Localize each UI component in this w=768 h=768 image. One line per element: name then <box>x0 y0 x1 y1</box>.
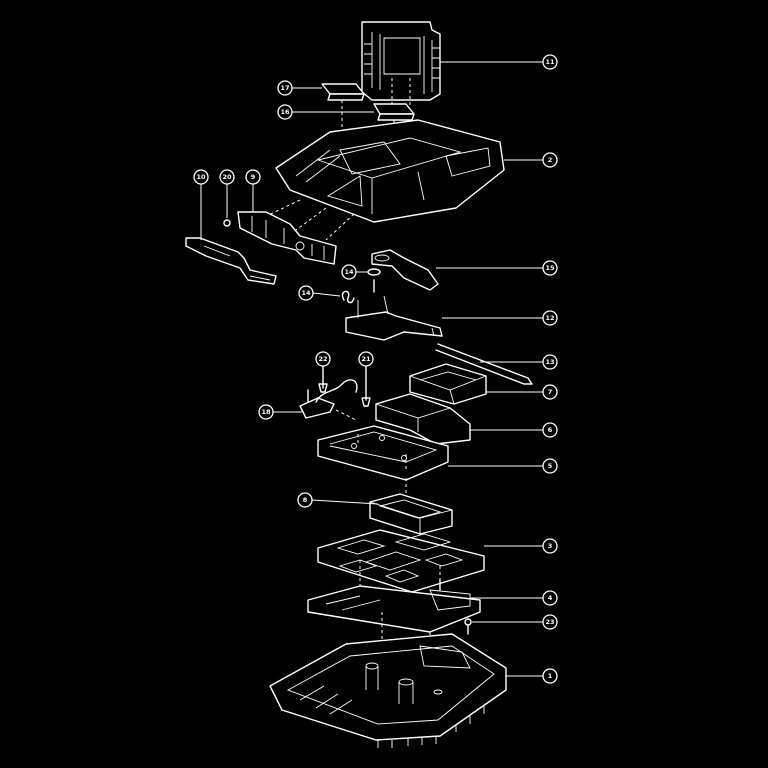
callout-2: 2 <box>542 152 558 168</box>
callout-2-label: 2 <box>548 156 553 164</box>
callout-18: 18 <box>258 404 274 420</box>
eject-lever-15 <box>371 249 439 291</box>
callout-16: 16 <box>277 104 293 120</box>
callout-20-label: 20 <box>222 173 232 181</box>
screw-21 <box>361 365 371 407</box>
callout-23: 23 <box>542 614 558 630</box>
top-housing <box>275 119 505 223</box>
callout-13: 13 <box>542 354 558 370</box>
leader-14 <box>312 292 341 297</box>
callout-10: 10 <box>193 169 209 185</box>
callout-5: 5 <box>542 458 558 474</box>
callout-15: 15 <box>542 260 558 276</box>
callout-12: 12 <box>542 310 558 326</box>
slide-switch-9 <box>237 211 337 265</box>
switch-frame-10 <box>185 237 277 285</box>
main-board-3 <box>317 529 485 593</box>
connector-8 <box>369 493 453 535</box>
callout-8: 8 <box>297 492 313 508</box>
callout-14-label: 14 <box>301 289 311 297</box>
callout-3: 3 <box>542 538 558 554</box>
bottom-housing-1 <box>269 633 507 748</box>
callout-12-label: 12 <box>545 314 554 322</box>
callout-22-label: 22 <box>318 355 327 363</box>
callout-23-label: 23 <box>545 618 554 626</box>
washer <box>367 268 381 276</box>
dash-top-3 <box>325 213 355 241</box>
callout-17: 17 <box>277 80 293 96</box>
bottom-shield-4 <box>307 585 481 633</box>
callout-21-label: 21 <box>361 355 371 363</box>
power-box-7 <box>409 363 487 405</box>
callout-1: 1 <box>542 668 558 684</box>
cartridge <box>361 21 441 101</box>
callout-4-label: 4 <box>548 594 553 602</box>
callout-14a-label: 14 <box>344 268 354 276</box>
leader-8 <box>311 499 379 505</box>
shield-plate-5 <box>317 425 449 481</box>
callout-18-label: 18 <box>261 408 271 416</box>
shield-6 <box>375 393 471 445</box>
callout-22: 22 <box>315 351 331 367</box>
callout-11: 11 <box>542 54 558 70</box>
callout-21: 21 <box>358 351 374 367</box>
button-cover-16 <box>373 103 415 121</box>
callout-7-label: 7 <box>548 388 553 396</box>
dash-top-2 <box>295 207 327 231</box>
callout-8-label: 8 <box>303 496 308 504</box>
callout-1-label: 1 <box>548 672 553 680</box>
callout-14a: 14 <box>341 264 357 280</box>
callout-20: 20 <box>219 169 235 185</box>
callout-11-label: 11 <box>545 58 555 66</box>
screw-23 <box>464 618 472 635</box>
callout-7: 7 <box>542 384 558 400</box>
callout-16-label: 16 <box>280 108 290 116</box>
callout-9: 9 <box>245 169 261 185</box>
callout-14: 14 <box>298 285 314 301</box>
callout-4: 4 <box>542 590 558 606</box>
callout-13-label: 13 <box>545 358 554 366</box>
button-cover-17 <box>321 83 365 101</box>
callout-6-label: 6 <box>548 426 553 434</box>
dash-18 <box>335 409 357 421</box>
rod-13 <box>435 343 533 385</box>
callout-3-label: 3 <box>548 542 553 550</box>
callout-17-label: 17 <box>280 84 289 92</box>
callout-6: 6 <box>542 422 558 438</box>
spring-clip-14 <box>341 290 355 304</box>
callout-9-label: 9 <box>251 173 256 181</box>
callout-10-label: 10 <box>196 173 206 181</box>
lever-bracket-12 <box>345 295 443 341</box>
callout-5-label: 5 <box>548 462 553 470</box>
spring-20 <box>223 219 231 227</box>
screw-22 <box>318 365 328 393</box>
callout-15-label: 15 <box>545 264 555 272</box>
cable-bracket-18 <box>299 379 358 419</box>
